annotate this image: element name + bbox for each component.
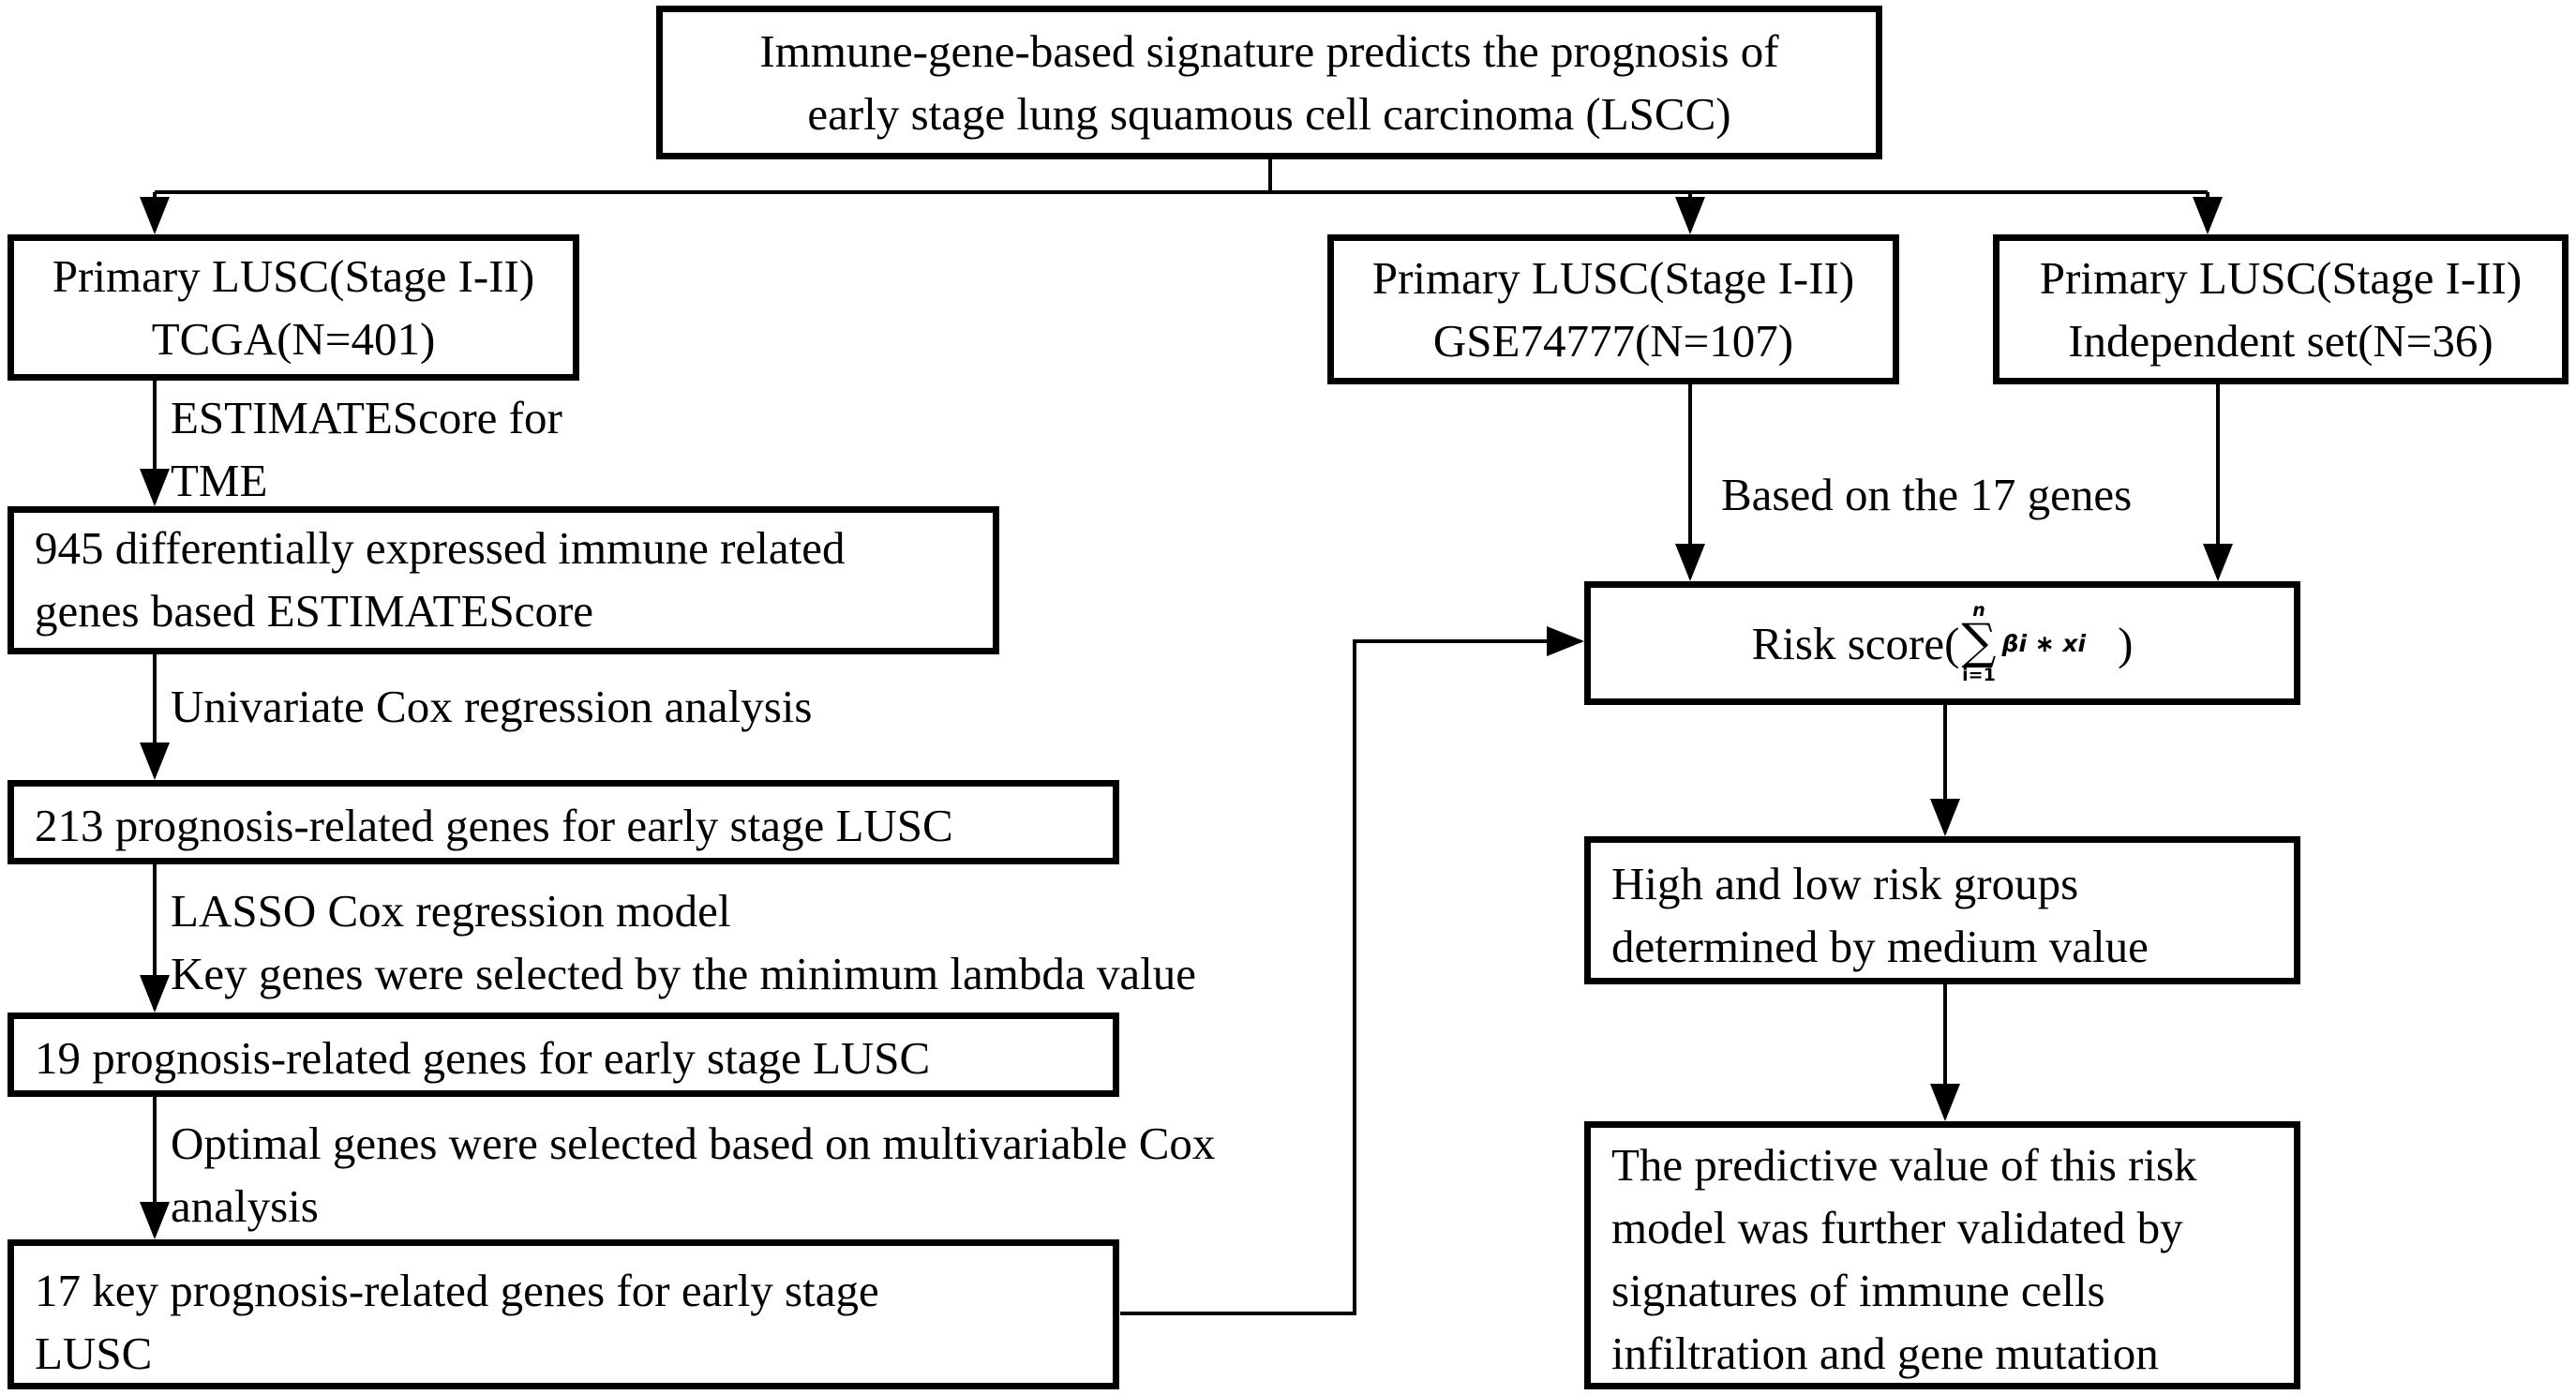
genes-17-line-1: 17 key prognosis-related genes for early… (35, 1265, 879, 1316)
genes-19-box: 19 prognosis-related genes for early sta… (7, 1012, 1119, 1097)
sigma-icon: ∑ (1961, 614, 1997, 671)
genes-213-text: 213 prognosis-related genes for early st… (35, 800, 953, 851)
cohort-tcga-line-2: TCGA(N=401) (151, 313, 436, 365)
cohort-box-gse: Primary LUSC(Stage I-II) GSE74777(N=107) (1327, 234, 1899, 384)
risk-groups-line-1: High and low risk groups (1611, 858, 2079, 909)
risk-score-term: βi ∗ xi (2001, 629, 2087, 657)
sigma-upper-limit: n (1972, 600, 1985, 622)
genes-17-box: 17 key prognosis-related genes for early… (7, 1239, 1119, 1389)
risk-groups-line-2: determined by medium value (1611, 921, 2149, 972)
cohort-independent-line-1: Primary LUSC(Stage I-II) (2039, 252, 2523, 304)
estimate-label-line-1: ESTIMATEScore for (171, 392, 562, 443)
estimate-score-label: ESTIMATEScore for TME (171, 386, 562, 512)
risk-score-suffix: ) (2118, 617, 2134, 669)
cohort-gse-line-1: Primary LUSC(Stage I-II) (1371, 252, 1855, 304)
title-line-2: early stage lung squamous cell carcinoma… (807, 88, 1731, 140)
lasso-line-2: Key genes were selected by the minimum l… (171, 948, 1196, 999)
genes-17-line-2: LUSC (35, 1328, 153, 1379)
title-line-1: Immune-gene-based signature predicts the… (759, 25, 1779, 77)
multivariable-line-1: Optimal genes were selected based on mul… (171, 1118, 1216, 1169)
lasso-label: LASSO Cox regression model Key genes wer… (171, 879, 1196, 1005)
estimate-label-line-2: TME (171, 455, 268, 506)
multivariable-line-2: analysis (171, 1180, 319, 1232)
based-on-17-genes-label: Based on the 17 genes (1721, 469, 2133, 520)
multivariable-cox-label: Optimal genes were selected based on mul… (171, 1112, 1215, 1238)
validation-line-3: signatures of immune cells (1611, 1265, 2105, 1316)
genes-19-text: 19 prognosis-related genes for early sta… (35, 1032, 931, 1084)
genes-213-box: 213 prognosis-related genes for early st… (7, 780, 1119, 864)
deg-line-2: genes based ESTIMATEScore (35, 585, 594, 637)
cohort-tcga-line-1: Primary LUSC(Stage I-II) (52, 250, 535, 302)
validation-box: The predictive value of this risk model … (1584, 1121, 2300, 1389)
cohort-box-independent: Primary LUSC(Stage I-II) Independent set… (1993, 234, 2569, 384)
risk-score-prefix: Risk score( (1751, 617, 1960, 669)
summation-symbol: n ∑ i=1 (1961, 602, 1996, 683)
cohort-gse-line-2: GSE74777(N=107) (1432, 315, 1794, 367)
title-box: Immune-gene-based signature predicts the… (656, 6, 1882, 159)
univariate-cox-label: Univariate Cox regression analysis (171, 681, 813, 732)
risk-groups-box: High and low risk groups determined by m… (1584, 836, 2300, 984)
cohort-box-tcga: Primary LUSC(Stage I-II) TCGA(N=401) (7, 234, 579, 381)
cohort-independent-line-2: Independent set(N=36) (2068, 315, 2494, 367)
risk-score-formula: Risk score( n ∑ i=1 βi ∗ xi ) (1591, 588, 2294, 698)
lasso-line-1: LASSO Cox regression model (171, 885, 731, 937)
arrow-17-to-risk-score (1120, 626, 1584, 1315)
risk-score-box: Risk score( n ∑ i=1 βi ∗ xi ) (1584, 581, 2300, 705)
deg-line-1: 945 differentially expressed immune rela… (35, 522, 846, 574)
validation-line-1: The predictive value of this risk (1611, 1139, 2197, 1191)
deg-box: 945 differentially expressed immune rela… (7, 506, 999, 654)
sigma-lower-limit: i=1 (1962, 664, 1996, 685)
validation-line-2: model was further validated by (1611, 1202, 2183, 1253)
validation-line-4: infiltration and gene mutation (1611, 1328, 2159, 1379)
